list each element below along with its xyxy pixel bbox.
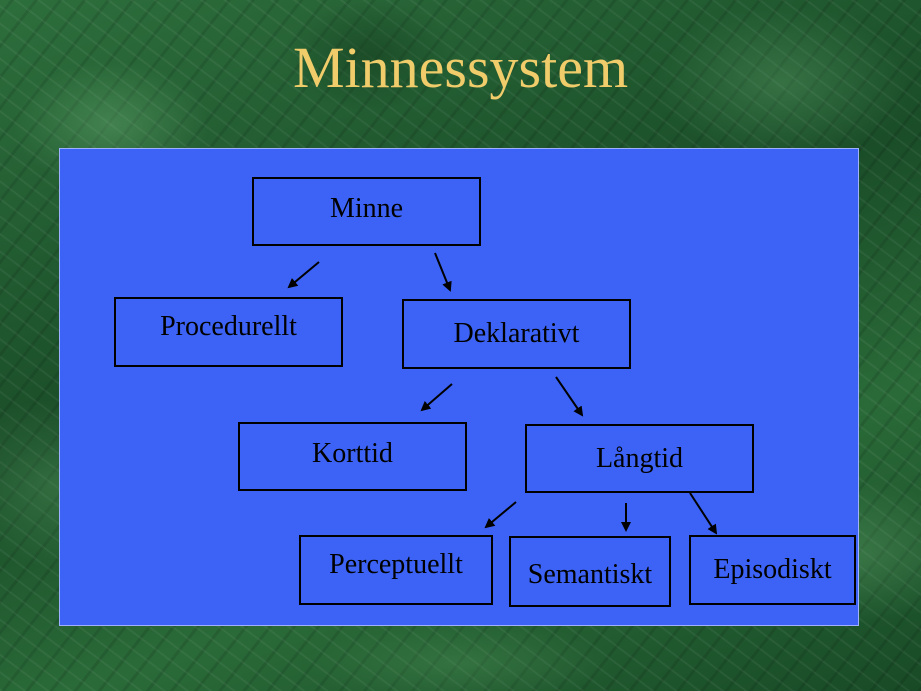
node-deklarativt: Deklarativt <box>402 299 631 369</box>
node-episodiskt: Episodiskt <box>689 535 856 605</box>
arrow-deklarativt-korttid <box>420 383 453 412</box>
node-procedurellt: Procedurellt <box>114 297 343 367</box>
arrow-minne-procedurellt <box>287 261 320 289</box>
arrow-deklarativt-langtid <box>555 376 584 417</box>
arrow-minne-deklarativt <box>434 252 452 292</box>
arrow-langtid-perceptuellt <box>484 501 517 529</box>
slide-title: Minnessystem <box>292 35 629 100</box>
arrow-langtid-episodiskt <box>689 492 718 535</box>
node-perceptuellt: Perceptuellt <box>299 535 493 605</box>
node-semantiskt: Semantiskt <box>509 536 671 607</box>
node-korttid: Korttid <box>238 422 467 491</box>
node-langtid: Långtid <box>525 424 754 493</box>
node-minne: Minne <box>252 177 481 246</box>
